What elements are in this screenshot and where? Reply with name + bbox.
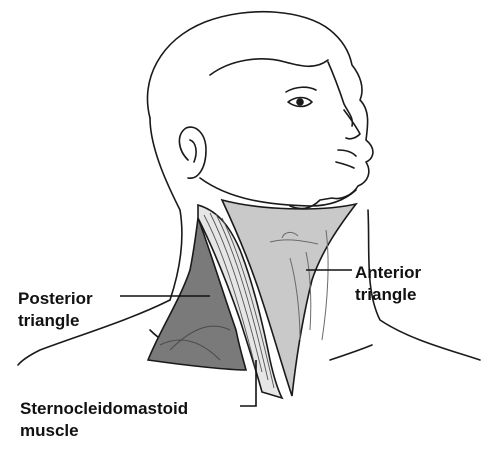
scm-leader-line: [240, 360, 257, 407]
sternocleidomastoid-label: Sternocleidomastoid muscle: [20, 398, 188, 442]
anterior-triangle-label-line1: Anterior: [355, 263, 422, 282]
sternocleidomastoid-label-line1: Sternocleidomastoid: [20, 399, 189, 418]
nose: [343, 109, 361, 140]
sternocleidomastoid-label-line2: muscle: [20, 421, 79, 440]
anterior-triangle-label-line2: triangle: [355, 285, 417, 304]
eye: [287, 96, 313, 108]
hairline: [209, 58, 329, 76]
head-outline: [146, 10, 374, 210]
anterior-triangle-label: Anterior triangle: [355, 262, 421, 306]
back-of-neck: [149, 117, 183, 301]
ear: [178, 126, 207, 179]
posterior-triangle: [146, 217, 248, 371]
shoulder-left: [17, 299, 171, 366]
jaw-line: [199, 177, 357, 207]
lips: [335, 149, 357, 169]
posterior-triangle-label: Posterior triangle: [18, 288, 93, 332]
face-profile: [327, 61, 354, 127]
shoulder-right: [367, 209, 481, 361]
posterior-triangle-label-line1: Posterior: [18, 289, 93, 308]
posterior-triangle-label-line2: triangle: [18, 311, 80, 330]
